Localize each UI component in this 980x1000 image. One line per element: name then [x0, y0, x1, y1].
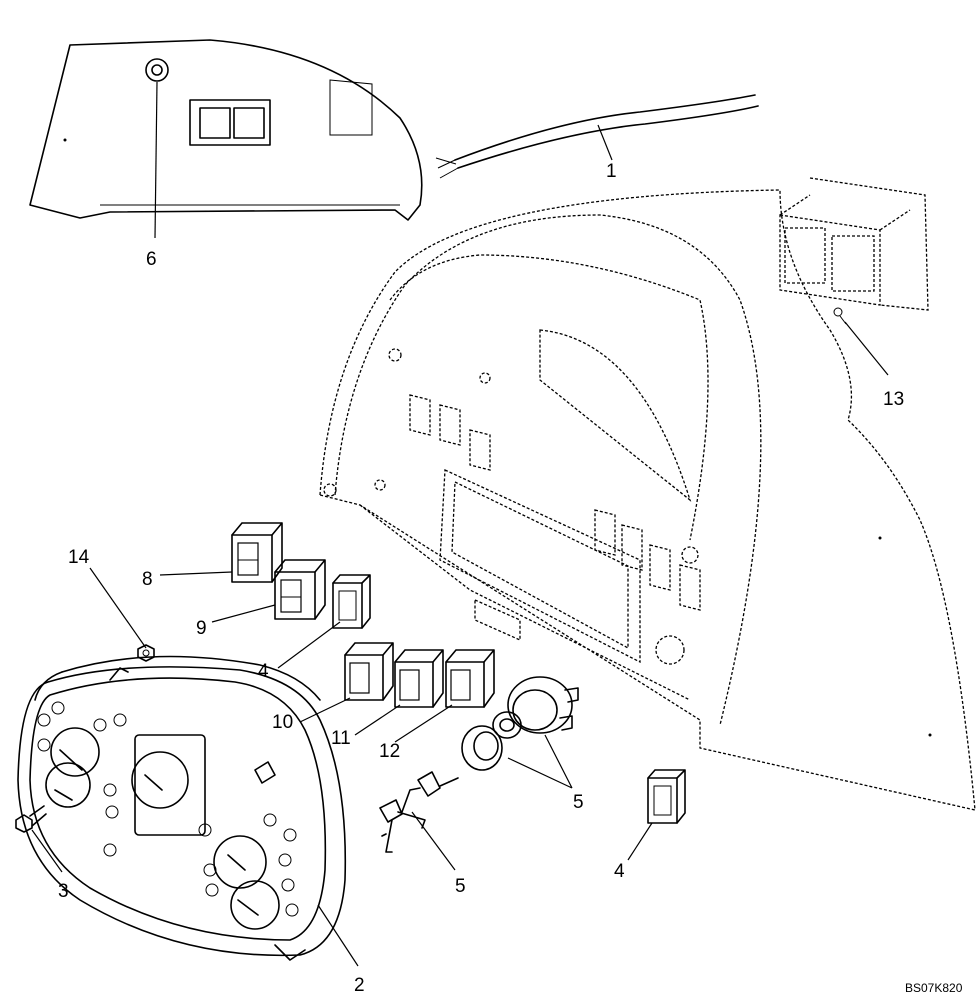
blank-plug-lower	[647, 769, 686, 824]
rocker-switch-11	[394, 649, 444, 708]
rocker-switch-12	[445, 649, 495, 708]
instrument-cluster	[17, 655, 347, 961]
callout-11: 11	[331, 728, 351, 749]
callout-5-ignition: 5	[573, 792, 584, 813]
ignition-switch	[492, 676, 579, 739]
console-cover-assembly	[29, 39, 423, 221]
callout-9: 9	[196, 618, 207, 639]
grommet-icon	[145, 58, 169, 82]
callout-10: 10	[272, 712, 293, 733]
callout-5-keys: 5	[455, 876, 466, 897]
callout-14: 14	[68, 547, 90, 568]
ignition-keys	[379, 771, 459, 853]
mounting-screw	[15, 805, 47, 833]
callout-1: 1	[606, 161, 617, 182]
ignition-nut	[461, 725, 503, 771]
callout-labels: 1 2 3 4 4 5 5 6 8 9 10 11 12 13 14 BS07K…	[58, 161, 963, 996]
callout-4-upper: 4	[258, 661, 269, 682]
rocker-switch-8	[231, 522, 283, 583]
blank-plug-upper	[332, 574, 371, 629]
wire-harness	[435, 94, 759, 179]
dash-panel-housing	[319, 189, 976, 811]
callout-2: 2	[354, 975, 365, 996]
callout-12: 12	[379, 741, 400, 762]
leader-lines	[31, 81, 889, 967]
callout-4-lower: 4	[614, 861, 625, 882]
callout-6: 6	[146, 249, 157, 270]
drawing-code: BS07K820	[905, 981, 963, 995]
callout-13: 13	[883, 389, 904, 410]
callout-3: 3	[58, 881, 69, 902]
switch-bezel-plug	[779, 177, 929, 325]
rocker-switch-9	[274, 559, 326, 620]
callout-8: 8	[142, 569, 153, 590]
rocker-switch-10	[344, 642, 394, 701]
